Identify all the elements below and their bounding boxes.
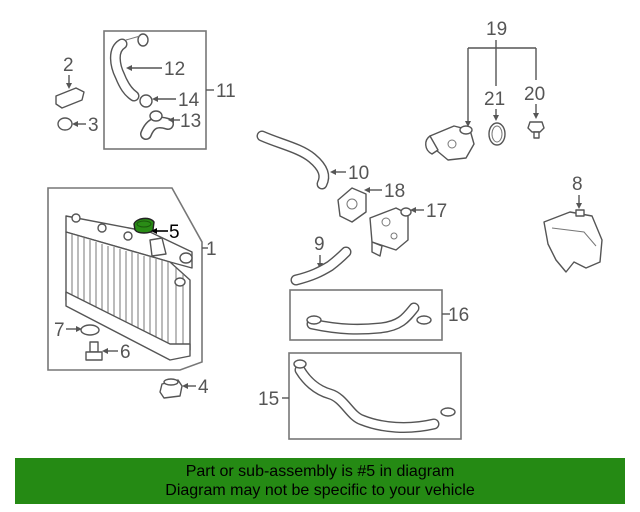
part-9-hose[interactable] — [290, 246, 352, 286]
part-4-mount[interactable] — [159, 378, 183, 399]
callout-11: 11 — [216, 81, 236, 102]
callout-7: 7 — [54, 320, 65, 341]
callout-5: 5 — [169, 222, 180, 243]
part-14-o-ring[interactable] — [139, 94, 153, 108]
callout-8: 8 — [572, 174, 583, 195]
part-19-water-outlet[interactable] — [425, 125, 475, 161]
group-box-15 — [288, 352, 462, 440]
part-10-hose[interactable] — [256, 130, 330, 190]
part-8-reservoir[interactable] — [543, 209, 603, 273]
part-5-radiator-cap[interactable] — [133, 217, 155, 234]
group-box-16 — [289, 289, 443, 341]
part-12-hose[interactable] — [109, 33, 149, 102]
callout-6: 6 — [120, 342, 131, 363]
callout-2: 2 — [63, 55, 74, 76]
callout-14: 14 — [178, 90, 200, 111]
callout-16: 16 — [448, 305, 469, 326]
callout-13: 13 — [180, 111, 201, 132]
callout-20: 20 — [524, 84, 545, 105]
callout-15: 15 — [258, 389, 279, 410]
callout-12: 12 — [164, 59, 185, 80]
callout-1: 1 — [206, 239, 217, 260]
callout-17: 17 — [426, 201, 447, 222]
notice-line-1: Part or sub-assembly is #5 in diagram — [185, 463, 455, 480]
callout-10: 10 — [348, 163, 369, 184]
part-3-grommet[interactable] — [57, 117, 73, 131]
notice-line-2: Diagram may not be specific to your vehi… — [165, 482, 475, 499]
part-13-hose[interactable] — [140, 110, 174, 140]
part-17-thermostat-housing[interactable] — [369, 207, 412, 257]
part-16-hose[interactable] — [306, 302, 432, 335]
part-2-bracket[interactable] — [55, 87, 85, 109]
callout-4: 4 — [198, 377, 209, 398]
part-1-radiator[interactable] — [65, 213, 193, 361]
part-18-gasket[interactable] — [337, 187, 367, 223]
callout-18: 18 — [384, 181, 405, 202]
part-7-o-ring[interactable] — [80, 324, 100, 336]
part-6-drain-plug[interactable] — [85, 341, 103, 361]
notice-banner: Part or sub-assembly is #5 in diagram Di… — [15, 458, 625, 504]
callout-3: 3 — [88, 115, 99, 136]
part-15-hose[interactable] — [293, 359, 456, 433]
callout-21: 21 — [484, 89, 505, 110]
callout-19: 19 — [486, 19, 507, 40]
callout-9: 9 — [314, 234, 325, 255]
part-20-bolt[interactable] — [527, 121, 545, 139]
group-box-1 — [47, 187, 203, 371]
